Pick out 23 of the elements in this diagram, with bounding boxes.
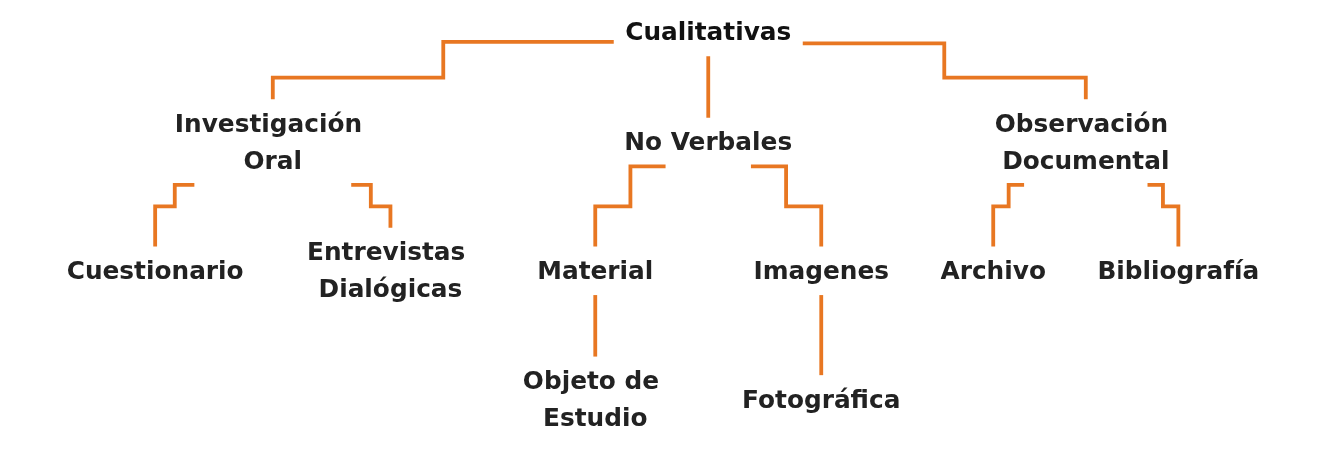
node-text: Cuestionario	[66, 255, 244, 285]
node-text: Objeto de Estudio	[522, 366, 660, 432]
node-text: Observación Documental	[994, 108, 1170, 175]
connector	[351, 183, 393, 230]
node-text: Investigación Oral	[174, 108, 363, 175]
connector	[270, 39, 614, 102]
node-text: Bibliografía	[1097, 255, 1260, 285]
node-text: Entrevistas Dialógicas	[307, 237, 466, 304]
node-text: Archivo	[940, 255, 1046, 285]
connector	[1147, 183, 1181, 249]
connector	[153, 183, 195, 249]
connector	[706, 54, 711, 120]
node-text: Fotográfica	[742, 384, 901, 414]
node-text: Cualitativas	[625, 17, 792, 46]
connector	[991, 183, 1025, 249]
connector	[802, 41, 1088, 102]
connector	[750, 164, 824, 249]
node-text: Material	[537, 255, 654, 285]
connector	[593, 293, 598, 359]
connector	[593, 164, 666, 249]
connector	[819, 293, 824, 378]
node-text: No Verbales	[624, 127, 793, 156]
node-text: Imagenes	[753, 255, 890, 285]
